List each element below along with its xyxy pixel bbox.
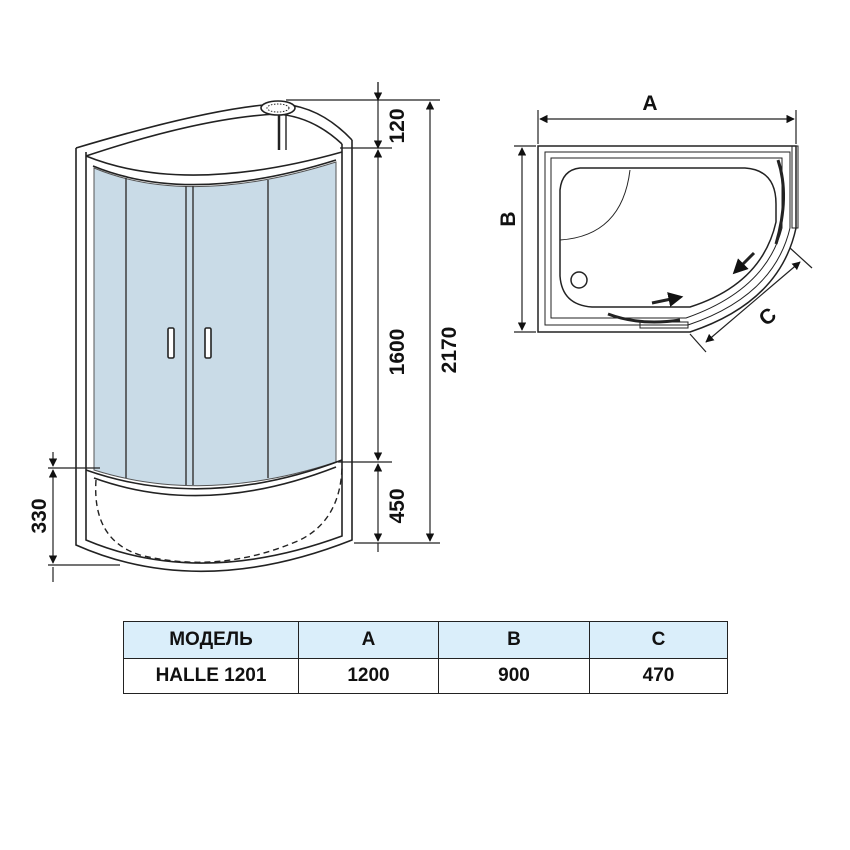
dim-label-330: 330 (28, 498, 51, 533)
cabin-top-rail (85, 151, 343, 176)
dim-label-120: 120 (386, 108, 409, 143)
drain-icon (570, 271, 588, 289)
cabin-outer-frame (75, 140, 353, 573)
corner-post (791, 145, 799, 229)
sliding-door-bottom (607, 312, 681, 324)
header-model: МОДЕЛЬ (123, 621, 299, 659)
dim-line-c (705, 261, 801, 343)
technical-drawing: 120 1600 450 2170 330 (28, 82, 813, 582)
cell-a: 1200 (298, 658, 439, 694)
door-profiles (125, 178, 269, 485)
dim-label-c: C (755, 303, 781, 330)
cabin-bottom-rail-inner (93, 466, 337, 497)
dim-label-1600: 1600 (386, 329, 409, 376)
bottom-post (639, 321, 689, 329)
cabin-roof (75, 103, 353, 149)
right-door-handle (204, 327, 212, 359)
dim-label-2170: 2170 (438, 327, 461, 374)
glass-panels (93, 161, 337, 487)
cabin-roof-inner (85, 113, 343, 157)
header-a: A (298, 621, 439, 659)
table-row: HALLE 1201 1200 900 470 (123, 658, 728, 694)
left-door-handle (167, 327, 175, 359)
cabin-plan-view (537, 145, 799, 333)
dim-label-a: A (642, 92, 657, 115)
tray-basin (559, 167, 777, 308)
dim-label-450: 450 (386, 488, 409, 523)
model-spec-table: МОДЕЛЬ A B C HALLE 1201 1200 900 470 (123, 621, 728, 694)
cabin-inner-frame (85, 144, 343, 564)
header-c: C (589, 621, 728, 659)
table-header-row: МОДЕЛЬ A B C (123, 621, 728, 659)
cabin-top-rail-lower (92, 159, 337, 186)
header-b: B (438, 621, 590, 659)
cell-model: HALLE 1201 (123, 658, 299, 694)
cabin-front-view (75, 100, 353, 573)
cell-c: 470 (589, 658, 728, 694)
dim-label-b: B (497, 211, 520, 226)
cell-b: 900 (438, 658, 590, 694)
front-view-dimensions (48, 82, 440, 582)
tray-seat (559, 169, 631, 241)
plan-view-dimensions (514, 110, 813, 353)
door-direction-arrow-right (732, 251, 756, 275)
cabin-bottom-rail (85, 459, 343, 490)
tray-hidden-outline (95, 467, 343, 563)
shower-head-icon (260, 100, 296, 150)
sliding-door-right (774, 159, 785, 245)
door-direction-arrow-bottom (651, 292, 684, 307)
